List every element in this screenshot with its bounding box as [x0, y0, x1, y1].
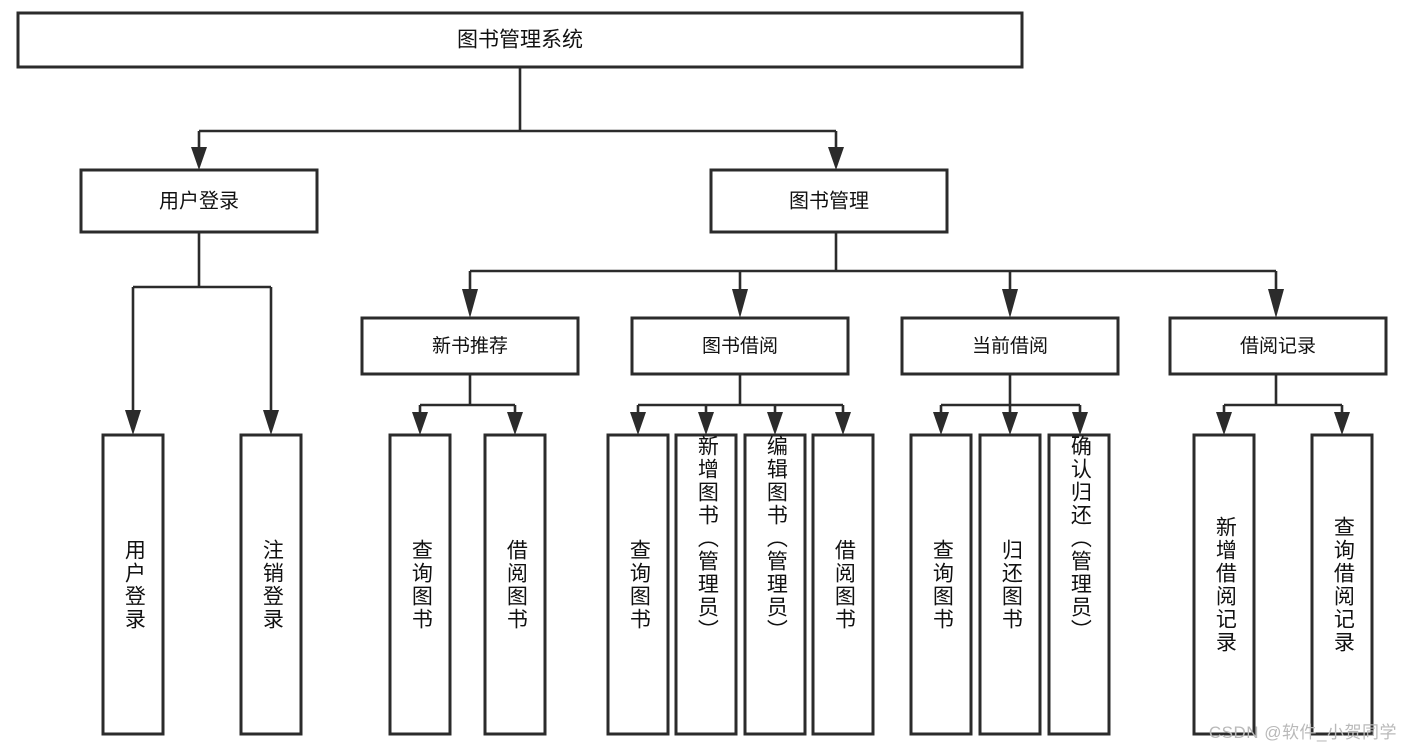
book-borrow-box[interactable] [630, 316, 850, 376]
new-book-recommend-box[interactable] [360, 316, 580, 376]
leaf-box-logout[interactable] [239, 433, 303, 736]
leaf-box-borrow-book[interactable] [811, 433, 875, 736]
connector-currentborrow-to-leaves [933, 374, 1088, 435]
leaf-boxes [101, 433, 1374, 736]
connector-borrowrecord-to-leaves [1216, 374, 1350, 435]
node-current-borrow[interactable]: 当前借阅 [900, 316, 1120, 376]
connector-newbook-to-leaves [412, 374, 523, 435]
leaf-box-query-borrow-record[interactable] [1310, 433, 1374, 736]
book-management-label: 图书管理 [789, 189, 869, 212]
leaf-box-query-book-recommend[interactable] [388, 433, 452, 736]
book-management-box[interactable] [709, 168, 949, 234]
leaf-box-borrow-book-recommend[interactable] [483, 433, 547, 736]
node-borrow-record[interactable]: 借阅记录 [1168, 316, 1388, 376]
connector-root-to-level2 [191, 67, 844, 170]
connector-bookborrow-to-leaves [630, 374, 851, 435]
borrow-record-box[interactable] [1168, 316, 1388, 376]
leaf-box-add-book-admin[interactable] [674, 433, 738, 736]
leaf-box-add-borrow-record[interactable] [1192, 433, 1256, 736]
root-label: 图书管理系统 [457, 29, 583, 52]
leaf-box-query-book-borrow[interactable] [606, 433, 670, 736]
borrow-record-label: 借阅记录 [1240, 335, 1316, 357]
leaf-box-return-book[interactable] [978, 433, 1042, 736]
node-new-book-recommend[interactable]: 新书推荐 [360, 316, 580, 376]
leaf-box-user-login[interactable] [101, 433, 165, 736]
current-borrow-label: 当前借阅 [972, 335, 1048, 357]
current-borrow-box[interactable] [900, 316, 1120, 376]
root-box[interactable] [16, 11, 1024, 69]
node-book-borrow[interactable]: 图书借阅 [630, 316, 850, 376]
connector-bookmanage-to-level3 [462, 232, 1284, 318]
book-borrow-label: 图书借阅 [702, 335, 778, 357]
connector-userlogin-to-leaves [125, 232, 279, 435]
user-login-label: 用户登录 [159, 189, 239, 212]
leaf-box-edit-book-admin[interactable] [743, 433, 807, 736]
node-user-login[interactable]: 用户登录 [79, 168, 319, 234]
user-login-box[interactable] [79, 168, 319, 234]
new-book-recommend-label: 新书推荐 [432, 335, 508, 357]
node-book-management[interactable]: 图书管理 [709, 168, 949, 234]
leaf-box-query-book-current[interactable] [909, 433, 973, 736]
leaf-box-confirm-return-admin[interactable] [1047, 433, 1111, 736]
watermark-text: CSDN @软件_小贺同学 [1208, 723, 1397, 742]
node-root-book-management-system[interactable]: 图书管理系统 [16, 11, 1024, 69]
